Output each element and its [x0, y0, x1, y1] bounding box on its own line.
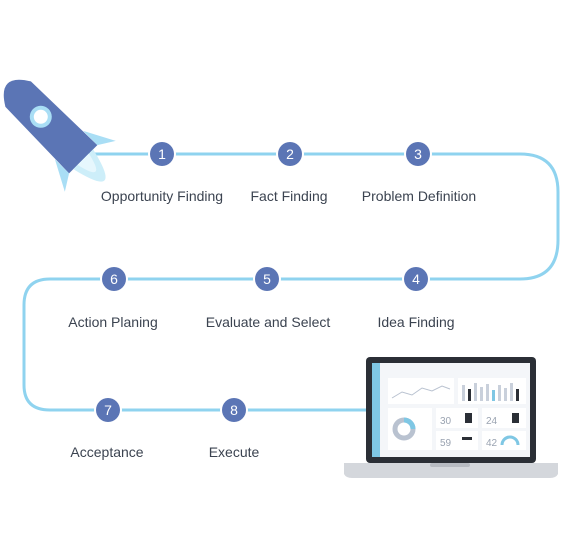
flow-path — [22, 152, 560, 412]
step-1-number: 1 — [150, 142, 174, 166]
step-2-number: 2 — [278, 142, 302, 166]
step-2-label: Fact Finding — [250, 188, 328, 204]
step-5-label: Evaluate and Select — [205, 314, 331, 330]
step-7-number: 7 — [96, 398, 120, 422]
laptop-illustration: 30 24 59 42 — [344, 357, 558, 478]
step-8-number: 8 — [222, 398, 246, 422]
dashboard-number: 24 — [486, 416, 498, 427]
dashboard-stat-card — [436, 431, 478, 450]
sparkle-icon — [28, 84, 80, 152]
laptop-base — [344, 463, 558, 478]
step-5-number: 5 — [255, 267, 279, 291]
step-3-label: Problem Definition — [361, 188, 477, 204]
step-4-number: 4 — [404, 267, 428, 291]
step-1-label: Opportunity Finding — [100, 188, 224, 204]
step-6-label: Action Planing — [68, 314, 158, 330]
step-3-number: 3 — [406, 142, 430, 166]
step-6-number: 6 — [102, 267, 126, 291]
step-4-label: Idea Finding — [377, 314, 455, 330]
dashboard-number: 30 — [440, 416, 452, 427]
step-7-label: Acceptance — [70, 444, 144, 460]
dashboard-number: 42 — [486, 438, 498, 449]
step-8-label: Execute — [208, 444, 260, 460]
dashboard-number: 59 — [440, 438, 452, 449]
rocket-icon — [3, 79, 116, 192]
dashboard-sidebar — [372, 363, 380, 457]
dashboard-line-chart-card — [388, 378, 454, 404]
